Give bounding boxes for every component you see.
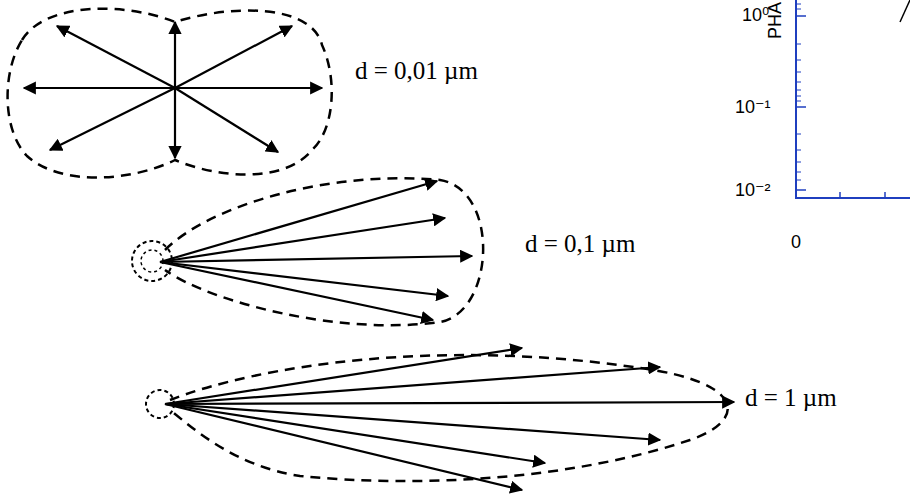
- scatter-pattern-medium: [132, 178, 483, 325]
- tick-label: 10⁻²: [735, 179, 771, 201]
- size-label: d = 0,1 µm: [525, 230, 635, 258]
- tick-label: 0: [791, 232, 801, 253]
- tick-label: 10⁰: [742, 4, 769, 26]
- scatter-pattern-large: [146, 348, 734, 490]
- chart-curve: [900, 0, 910, 22]
- chart-axes: [795, 0, 910, 198]
- size-label: d = 1 µm: [745, 384, 837, 412]
- size-label: d = 0,01 µm: [355, 57, 478, 85]
- scatter-pattern-small: [8, 9, 332, 178]
- tick-label: 10⁻¹: [735, 96, 771, 118]
